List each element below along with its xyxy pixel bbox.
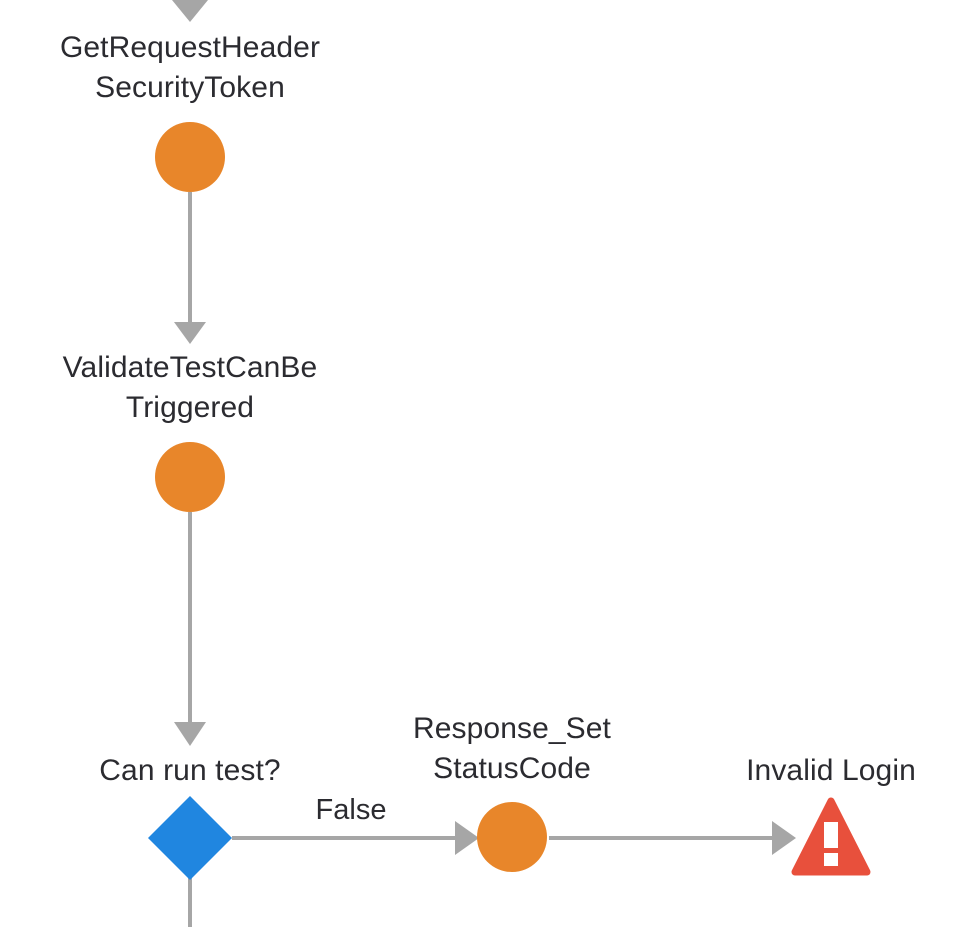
arrowhead-down-icon xyxy=(174,322,206,344)
node-can-run-test[interactable] xyxy=(148,796,232,880)
arrowhead-right-icon xyxy=(772,821,796,855)
node-invalid-login[interactable] xyxy=(791,797,871,876)
warning-exclamation-stem xyxy=(824,822,838,848)
edge-get-request-header-to-validate[interactable] xyxy=(174,192,206,344)
edge-status-code-to-invalid-login[interactable] xyxy=(549,821,796,855)
warning-exclamation-dot xyxy=(824,853,838,866)
edge-label-false: False xyxy=(315,794,387,826)
edge-into-get-request-header[interactable] xyxy=(172,0,208,22)
node-validate-test-can-be-triggered[interactable] xyxy=(155,442,225,512)
node-response-set-status-code[interactable] xyxy=(477,802,547,872)
arrowhead-down-icon xyxy=(174,722,206,746)
edge-validate-to-can-run-test[interactable] xyxy=(174,512,206,746)
node-get-request-header-security-token[interactable] xyxy=(155,122,225,192)
decision-diamond-icon xyxy=(148,796,232,880)
arrowhead-right-icon xyxy=(455,821,479,855)
arrowhead-down-icon xyxy=(172,0,208,22)
edge-can-run-test-false[interactable] xyxy=(232,821,479,855)
